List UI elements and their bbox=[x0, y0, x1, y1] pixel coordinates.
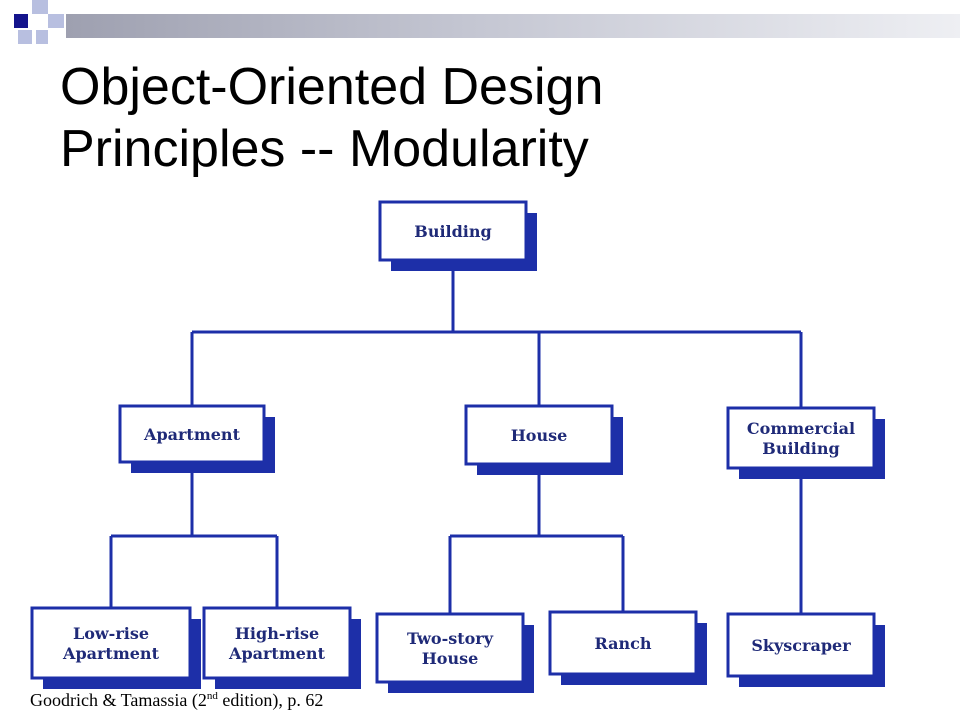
title-line-1: Object-Oriented Design bbox=[60, 58, 604, 116]
node-box bbox=[375, 612, 525, 684]
node-label: House bbox=[511, 426, 568, 445]
node-label: Apartment bbox=[62, 644, 160, 663]
citation: Goodrich & Tamassia (2nd edition), p. 62 bbox=[30, 690, 323, 711]
node-label: Commercial bbox=[747, 419, 855, 438]
corner-square-light bbox=[32, 0, 48, 14]
citation-suffix: edition), p. 62 bbox=[217, 690, 324, 710]
node-building: Building bbox=[378, 200, 537, 271]
node-box bbox=[118, 404, 266, 464]
corner-square-navy bbox=[14, 14, 28, 28]
node-box bbox=[202, 606, 352, 680]
node-box bbox=[726, 612, 876, 678]
node-label: Low-rise bbox=[73, 624, 149, 643]
node-ranch: Ranch bbox=[548, 610, 707, 685]
corner-square-light bbox=[36, 30, 48, 44]
node-label: Building bbox=[414, 222, 491, 241]
citation-superscript: nd bbox=[206, 690, 218, 702]
citation-prefix: Goodrich & Tamassia (2 bbox=[30, 690, 207, 710]
node-label: Apartment bbox=[143, 425, 241, 444]
node-skyscraper: Skyscraper bbox=[726, 612, 885, 687]
node-apartment: Apartment bbox=[118, 404, 275, 473]
node-label: Apartment bbox=[228, 644, 326, 663]
top-gradient-bar bbox=[66, 14, 960, 38]
node-box bbox=[30, 606, 192, 680]
connector-lines bbox=[109, 260, 803, 614]
node-house: House bbox=[464, 404, 623, 475]
node-box bbox=[548, 610, 698, 676]
corner-square-light bbox=[18, 30, 32, 44]
node-label: Building bbox=[762, 439, 839, 458]
corner-square-light bbox=[48, 14, 64, 28]
node-box bbox=[726, 406, 876, 470]
node-label: Skyscraper bbox=[751, 636, 851, 655]
node-label: Two-story bbox=[407, 629, 494, 648]
node-label: House bbox=[422, 649, 479, 668]
node-label: High-rise bbox=[235, 624, 319, 643]
node-box bbox=[378, 200, 528, 262]
node-box bbox=[464, 404, 614, 466]
slide-title: Object-Oriented Design Principles -- Mod… bbox=[60, 56, 920, 180]
node-label: Ranch bbox=[594, 634, 651, 653]
title-line-2: Principles -- Modularity bbox=[60, 120, 589, 178]
